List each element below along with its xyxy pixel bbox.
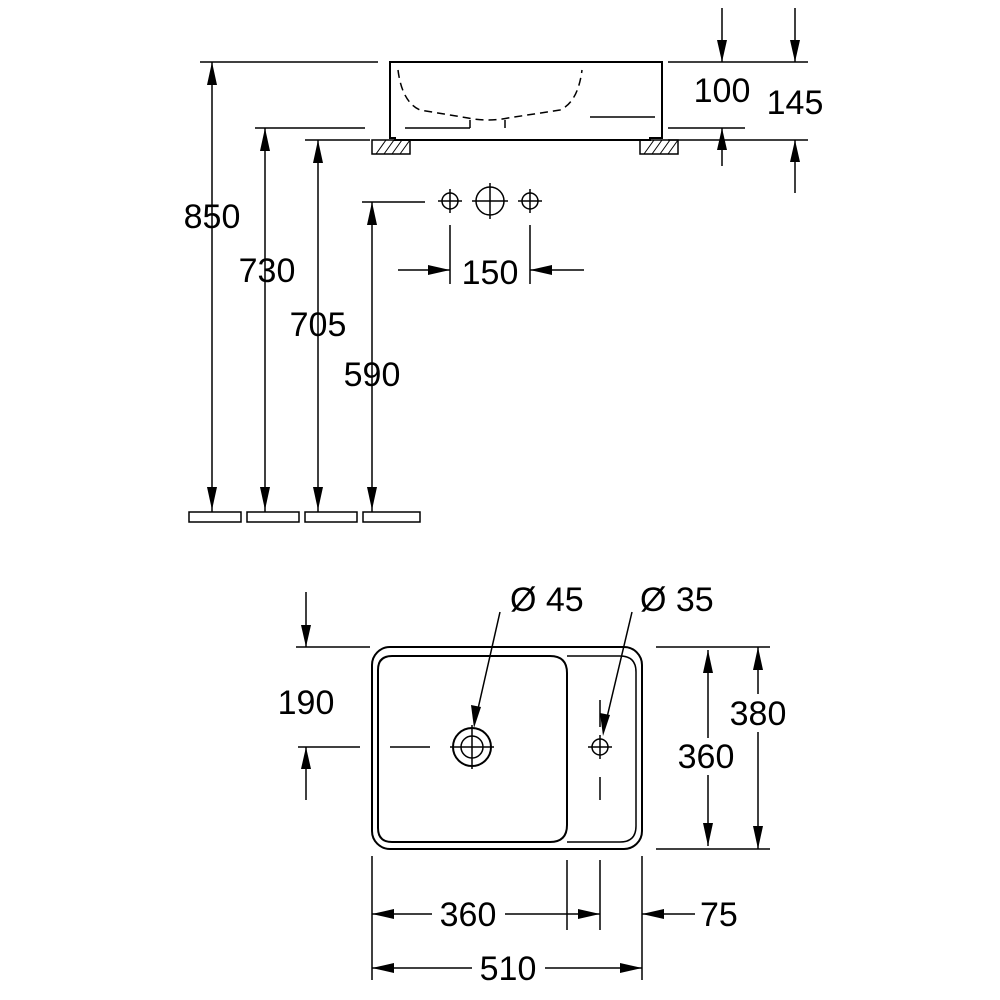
dim-145 xyxy=(790,8,800,193)
waste-outlet-icon xyxy=(450,725,494,769)
dim-label-190: 190 xyxy=(278,684,335,722)
basin-outline-plan xyxy=(371,646,643,850)
dim-label-150: 150 xyxy=(462,254,519,292)
dim-label-360-horizontal: 360 xyxy=(440,896,497,934)
basin-bowl-plan xyxy=(377,655,568,843)
dim-590 xyxy=(367,202,377,512)
dim-360-vertical xyxy=(656,646,770,850)
dim-label-d35: Ø 35 xyxy=(640,581,714,619)
floor-plates xyxy=(188,511,421,523)
dim-label-510: 510 xyxy=(480,950,537,988)
dim-label-145: 145 xyxy=(767,84,824,122)
tap-hole-plan-icon xyxy=(588,735,612,759)
plan-view: Ø 45 Ø 35 190 360 xyxy=(278,581,787,988)
dim-label-590: 590 xyxy=(344,356,401,394)
dim-360-horizontal xyxy=(372,909,600,919)
tap-hole-left-icon xyxy=(438,189,462,213)
countertop-support-left xyxy=(371,139,411,155)
dim-label-850: 850 xyxy=(184,198,241,236)
side-elevation: 850 730 705 590 xyxy=(184,8,824,523)
dim-190 xyxy=(296,592,370,800)
dim-label-d45: Ø 45 xyxy=(510,581,584,619)
tap-hole-center-icon xyxy=(472,183,508,219)
dim-75 xyxy=(642,909,695,919)
dim-label-705: 705 xyxy=(290,306,347,344)
basin-inner-dashed xyxy=(397,69,583,121)
dim-label-730: 730 xyxy=(239,252,296,290)
dim-730 xyxy=(260,128,270,512)
countertop-support-right xyxy=(639,139,679,155)
dim-label-380: 380 xyxy=(730,695,787,733)
dim-label-75: 75 xyxy=(700,896,738,934)
dim-100 xyxy=(717,8,727,166)
tap-hole-right-icon xyxy=(518,189,542,213)
dim-510 xyxy=(372,963,642,973)
dim-label-100: 100 xyxy=(694,72,751,110)
dim-705 xyxy=(313,140,323,512)
dim-380 xyxy=(753,647,763,849)
dim-850 xyxy=(207,62,217,512)
dim-label-360-vertical: 360 xyxy=(678,738,735,776)
dim-150 xyxy=(398,225,584,284)
